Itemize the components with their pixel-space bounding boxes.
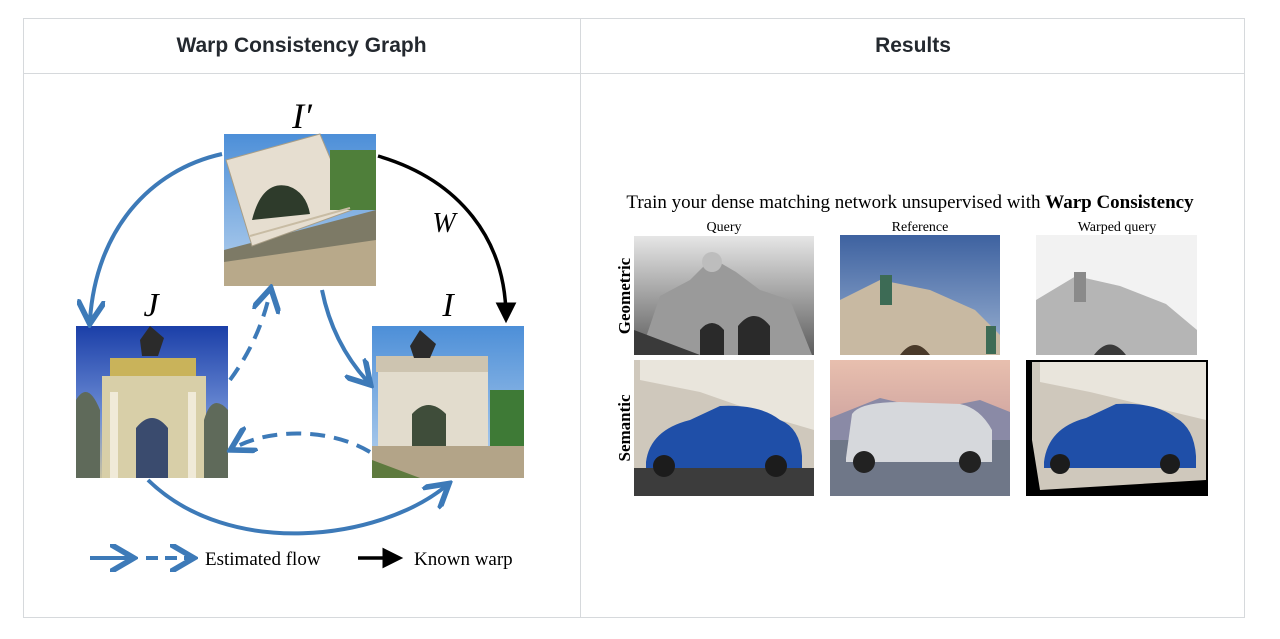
flow-arrow-iprime-to-j	[90, 152, 223, 320]
flow-arrow-j-to-i	[146, 478, 446, 536]
flow-arrow-i-to-j-dashed	[234, 433, 372, 454]
label-j: J	[143, 287, 160, 324]
flow-arrow-iprime-to-i	[320, 289, 368, 382]
results-title: Train your dense matching network unsupe…	[626, 192, 1194, 213]
legend-known-warp: Known warp	[414, 549, 513, 570]
column-label-query: Query	[707, 220, 742, 235]
semantic-query-image	[634, 360, 814, 496]
results-figure: Train your dense matching network unsupe…	[615, 192, 1208, 496]
flow-arrow-j-to-iprime-dashed	[228, 292, 270, 382]
geometric-reference-image	[840, 235, 1000, 355]
image-i-prime	[224, 133, 376, 286]
header-results: Results	[875, 33, 951, 57]
header-warp-consistency-graph: Warp Consistency Graph	[176, 33, 427, 57]
image-j	[76, 326, 228, 478]
row-label-geometric: Geometric	[615, 257, 634, 334]
row-label-semantic: Semantic	[615, 394, 634, 462]
column-label-warped-query: Warped query	[1078, 220, 1157, 235]
results-table	[23, 18, 1245, 618]
label-i: I	[441, 287, 455, 324]
known-warp-arrow	[377, 154, 517, 324]
header-divider	[23, 73, 1245, 74]
legend-estimated-flow: Estimated flow	[205, 549, 321, 570]
column-divider	[580, 18, 581, 618]
warp-consistency-graph: I′ J I W Estimated flow Known warp	[76, 96, 524, 570]
label-i-prime: I′	[291, 96, 313, 136]
image-i	[372, 326, 524, 478]
legend: Estimated flow Known warp	[90, 549, 513, 570]
column-label-reference: Reference	[892, 220, 949, 235]
label-w: W	[432, 208, 458, 239]
geometric-warped-query-image	[1036, 235, 1197, 355]
semantic-warped-query-image	[1026, 360, 1208, 496]
semantic-reference-image	[830, 360, 1010, 496]
geometric-query-image	[634, 236, 814, 355]
